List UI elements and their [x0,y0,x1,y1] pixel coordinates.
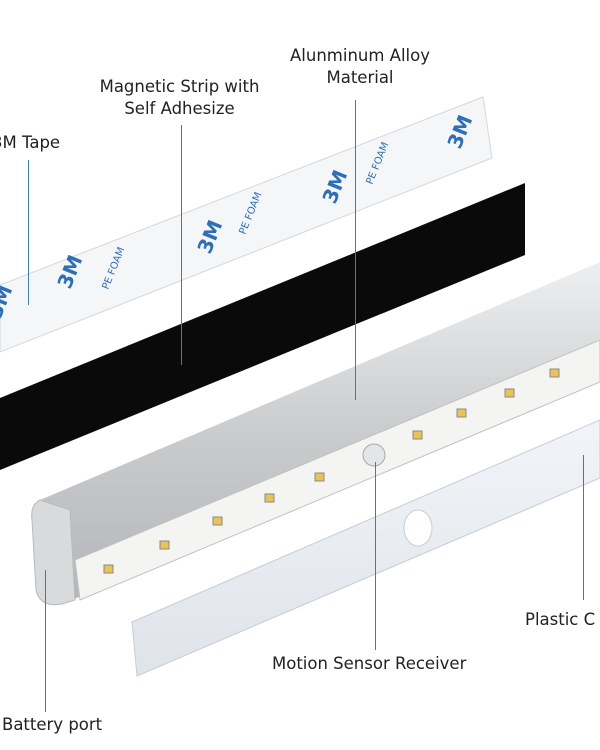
label-aluminum: Alunminum Alloy Material [280,45,440,89]
label-3m-tape: 3M Tape [0,133,61,152]
label-plastic-cover: Plastic C [525,610,596,629]
label-line: Alunminum Alloy [290,46,430,65]
plastic-cover [131,419,600,677]
label-line: Magnetic Strip with [99,77,260,96]
motion-sensor [362,443,386,467]
label-battery-port: Battery port [2,715,103,734]
label-line: Self Adhesize [124,99,235,118]
led-light-bar [31,262,600,606]
label-line: Material [326,68,394,87]
magnetic-strip [0,183,525,470]
label-motion-sensor: Motion Sensor Receiver [272,654,467,673]
3m-tape-strip: 3M 3M 3M 3M 3M PE FOAM PE FOAM PE FOAM [0,96,493,353]
label-magnetic-strip: Magnetic Strip with Self Adhesize [92,76,267,120]
